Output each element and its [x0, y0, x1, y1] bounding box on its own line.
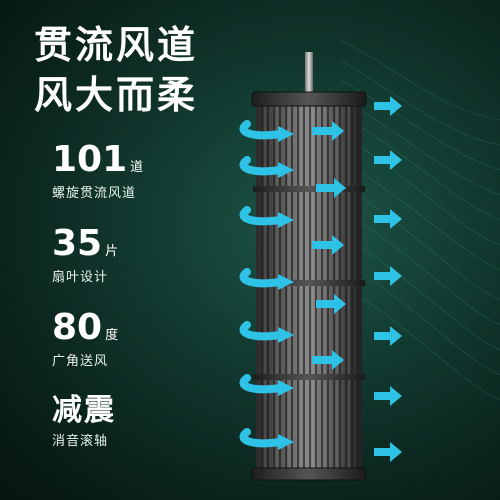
- spec-unit: 度: [105, 328, 119, 343]
- straight-airflow-arrow-icon: [374, 266, 402, 286]
- curved-airflow-arrow-icon: [239, 156, 284, 176]
- straight-airflow-arrow-icon: [374, 442, 402, 462]
- curved-airflow-arrow-icon: [239, 120, 284, 140]
- spec-damping: 减震 消音滚轴: [52, 393, 116, 450]
- straight-airflow-arrow-icon: [374, 326, 402, 346]
- spec-label: 广角送风: [52, 354, 109, 369]
- spec-value: 80: [52, 307, 103, 348]
- spec-label: 消音滚轴: [52, 434, 109, 449]
- curved-airflow-arrow-icon: [239, 206, 284, 226]
- straight-airflow-arrow-icon: [374, 386, 402, 406]
- straight-airflow-arrow-icon: [374, 96, 402, 116]
- spec-value: 101: [52, 139, 128, 180]
- straight-airflow-arrow-icon: [374, 150, 402, 170]
- headline-line-2: 风大而柔: [34, 73, 199, 117]
- spec-label: 扇叶设计: [52, 270, 109, 285]
- spec-unit: 道: [130, 160, 144, 175]
- curved-airflow-arrow-icon: [239, 428, 284, 448]
- curved-airflow-arrow-icon: [239, 268, 284, 288]
- curved-airflow-arrow-icon: [239, 321, 284, 341]
- spec-label: 螺旋贯流风道: [52, 186, 137, 201]
- drive-shaft: [305, 52, 313, 98]
- headline-line-1: 贯流风道: [34, 23, 199, 67]
- straight-airflow-arrow-icon: [374, 209, 402, 229]
- curved-airflow-arrow-icon: [239, 374, 284, 394]
- inner-airflow-arrows: [312, 121, 346, 370]
- spec-unit: 片: [105, 244, 119, 259]
- spec-value: 减震: [52, 393, 116, 428]
- spec-value: 35: [52, 223, 103, 264]
